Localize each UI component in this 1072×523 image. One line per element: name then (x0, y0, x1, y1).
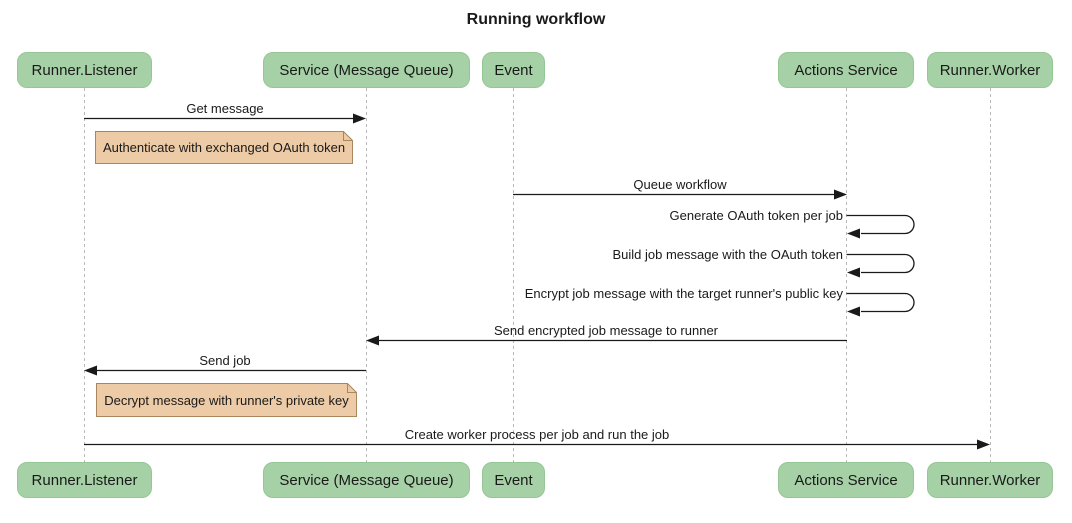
note-authenticate (95, 131, 353, 164)
message-label-create-worker-process: Create worker process per job and run th… (404, 427, 670, 442)
actor-top-runner-worker: Runner.Worker (927, 52, 1053, 88)
arrowhead-get-message (353, 113, 366, 124)
message-label-generate-oauth-token: Generate OAuth token per job (669, 208, 843, 223)
note-fold-icon (343, 131, 353, 141)
arrowhead-send-job (84, 365, 97, 376)
actor-top-actions-service: Actions Service (778, 52, 914, 88)
message-label-encrypt-job-message: Encrypt job message with the target runn… (524, 286, 843, 301)
message-label-build-job-message: Build job message with the OAuth token (612, 247, 843, 262)
actor-bottom-actions-service: Actions Service (778, 462, 914, 498)
actor-bottom-runner-worker: Runner.Worker (927, 462, 1053, 498)
actor-top-runner-listener: Runner.Listener (17, 52, 152, 88)
self-loop-encrypt-job-message (846, 292, 915, 313)
actor-bottom-event: Event (482, 462, 545, 498)
arrowhead-queue-workflow (834, 189, 847, 200)
self-loop-build-job-message (846, 253, 915, 274)
note-text-authenticate: Authenticate with exchanged OAuth token (102, 140, 346, 155)
arrowhead-send-encrypted-job-message (366, 335, 379, 346)
actor-bottom-service-message-queue: Service (Message Queue) (263, 462, 470, 498)
note-decrypt (96, 383, 357, 417)
diagram-title: Running workflow (466, 11, 606, 28)
note-text-decrypt: Decrypt message with runner's private ke… (104, 392, 349, 408)
note-fold-icon (347, 383, 357, 393)
self-loop-generate-oauth-token (846, 214, 915, 235)
arrowhead-build-job-message (847, 267, 860, 278)
message-label-queue-workflow: Queue workflow (633, 177, 727, 192)
message-label-get-message: Get message (186, 101, 264, 116)
arrowhead-generate-oauth-token (847, 228, 860, 239)
message-label-send-job: Send job (199, 353, 251, 368)
actor-top-service-message-queue: Service (Message Queue) (263, 52, 470, 88)
arrowhead-create-worker-process (977, 439, 990, 450)
actor-bottom-runner-listener: Runner.Listener (17, 462, 152, 498)
arrowhead-encrypt-job-message (847, 306, 860, 317)
message-label-send-encrypted-job: Send encrypted job message to runner (493, 323, 719, 338)
actor-top-event: Event (482, 52, 545, 88)
